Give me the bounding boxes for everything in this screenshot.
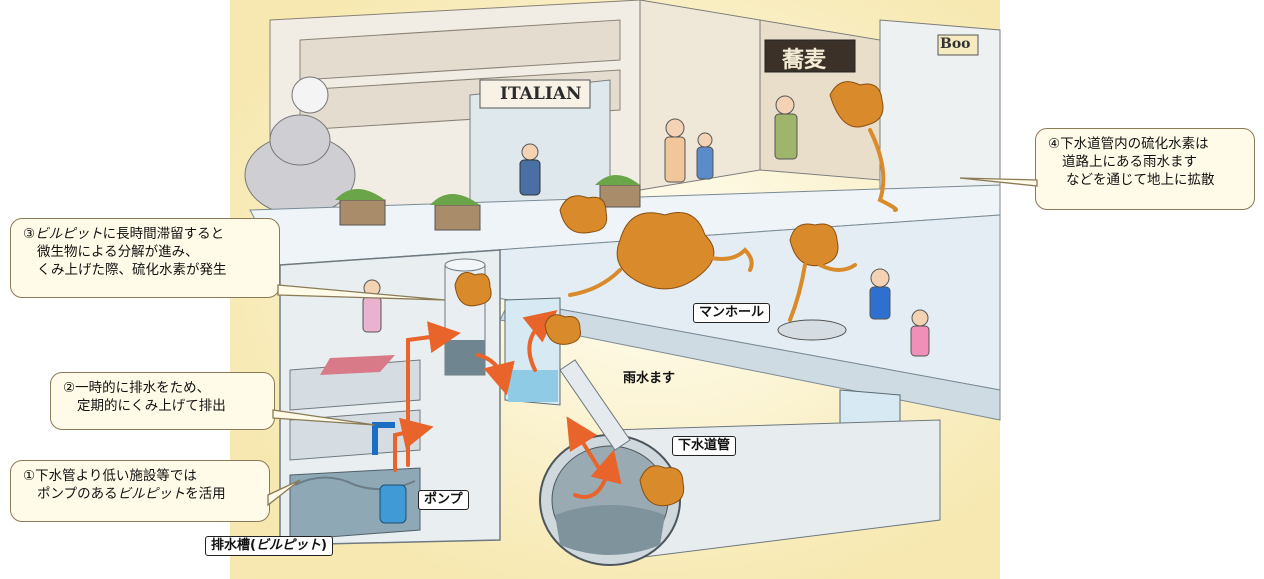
label-pit-b: ビルピット [255,538,321,553]
callout-3-line-1a: ③ [23,226,36,242]
people [362,95,930,357]
sign-book: Boo [940,36,971,52]
callout-4-line-2: 道路上にある雨水ます [1062,154,1197,170]
label-manhole: マンホール [693,303,771,323]
callout-2-line-1: ②一時的に排水をため、 [63,380,211,396]
label-sewer-pipe: 下水道管 [672,436,737,456]
callout-3-line-3: くみ上げた際、硫化水素が発生 [37,262,227,278]
label-pit-a: 排水槽( [211,538,256,553]
label-drainage-pit: 排水槽(ビルピット) [205,536,333,556]
stair-carpet [320,355,395,375]
callout-1-line-2: ポンプのあるビルピットを活用 [23,485,257,503]
callout-2-line-2: 定期的にくみ上げて排出 [77,398,226,414]
h2s-gas-clouds [454,81,884,507]
road-lower [499,299,1001,421]
callout-2: ②一時的に排水をため、 定期的にくみ上げて排出 [50,372,275,430]
callout-3-line-1b: ビルピット [35,226,103,242]
callout-1-line-1: ①下水管より低い施設等では [23,468,197,484]
callout-4-line-1: ④下水道管内の硫化水素は [1048,136,1209,152]
callout-3-line-1: ③ビルピットに長時間滞留すると [23,225,267,243]
gas-tendrils [568,128,898,322]
callout-3: ③ビルピットに長時間滞留すると 微生物による分解が進み、 くみ上げた際、硫化水素… [10,218,280,298]
pump [379,484,407,524]
label-rain-inlet: 雨水ます [623,371,676,386]
callout-4: ④下水道管内の硫化水素は 道路上にある雨水ます などを通じて地上に拡散 [1035,128,1255,210]
label-pump: ポンプ [418,490,469,510]
callout-1-line-2b: ビルピット [117,486,186,502]
callout-1: ①下水管より低い施設等では ポンプのあるビルピットを活用 [10,460,270,522]
flow-arrows [393,309,622,499]
elephant-statue [244,76,356,216]
planters [335,175,641,231]
manhole-cover [777,319,847,341]
sign-soba: 蕎麦 [782,47,827,73]
callout-1-line-2c: を活用 [185,486,226,502]
callout-1-line-2a: ポンプのある [37,486,118,502]
callout-4-line-3: などを通じて地上に拡散 [1066,172,1215,188]
label-pit-c: ) [320,538,327,553]
sign-italian: ITALIAN [500,84,582,104]
callout-3-line-2: 微生物による分解が進み、 [37,244,199,260]
callout-3-line-1c: に長時間滞留すると [102,226,225,242]
